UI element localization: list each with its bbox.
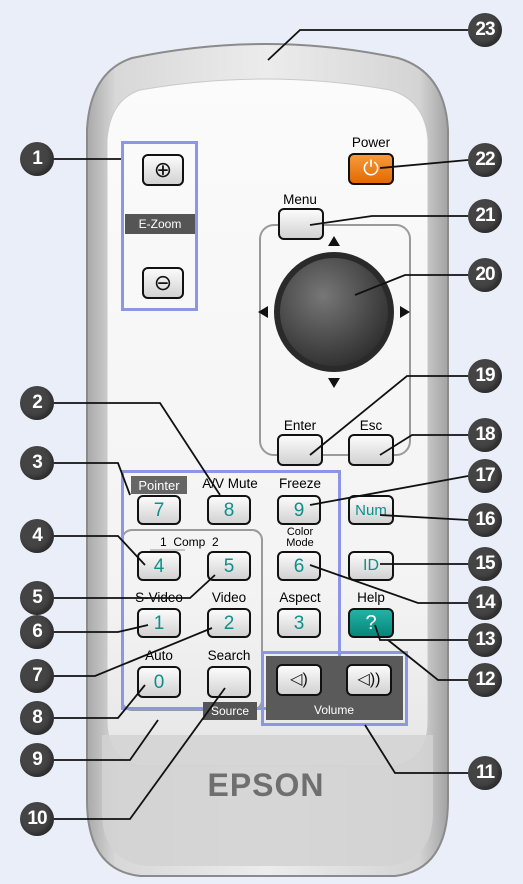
key-7-pointer[interactable]: 7 [137, 495, 181, 525]
key-8-av-mute[interactable]: 8 [207, 495, 251, 525]
help-label: Help [357, 590, 385, 605]
power-button[interactable]: ⏻ [348, 153, 394, 185]
esc-label: Esc [359, 418, 383, 433]
power-icon: ⏻ [363, 158, 379, 180]
callout-4: 4 [20, 519, 54, 553]
volume-label: Volume [313, 703, 355, 717]
zoom-in-button[interactable]: ⊕ [142, 154, 184, 186]
volume-highlight-frame [261, 651, 408, 726]
callout-1: 1 [20, 142, 54, 176]
video-label: Video [211, 590, 247, 605]
callout-15: 15 [468, 547, 502, 581]
volume-up-icon: ◁)) [357, 671, 381, 688]
callout-9: 9 [20, 743, 54, 777]
callout-14: 14 [468, 586, 502, 620]
ezoom-highlight-frame [121, 141, 198, 311]
aspect-label: Aspect [279, 590, 321, 605]
callout-21: 21 [468, 199, 502, 233]
pointer-label: Pointer [131, 476, 187, 494]
av-mute-label: A/V Mute [202, 476, 258, 491]
key-1-s-video[interactable]: 1 [137, 608, 181, 638]
comp-label: 1 Comp 2 [160, 535, 219, 549]
key-0-auto[interactable]: 0 [137, 666, 181, 698]
callout-12: 12 [468, 663, 502, 697]
color-mode-label: Color Mode [286, 526, 314, 549]
source-label: Source [203, 702, 257, 720]
enter-label: Enter [283, 418, 317, 433]
callout-16: 16 [468, 503, 502, 537]
freeze-label: Freeze [278, 476, 322, 491]
volume-down-button[interactable]: ◁) [276, 664, 322, 696]
callout-18: 18 [468, 418, 502, 452]
callout-22: 22 [468, 143, 502, 177]
menu-label: Menu [283, 192, 317, 207]
volume-up-button[interactable]: ◁)) [346, 664, 392, 696]
callout-20: 20 [468, 258, 502, 292]
callout-17: 17 [468, 459, 502, 493]
search-label: Search [207, 648, 251, 663]
callout-23: 23 [468, 13, 502, 47]
callout-19: 19 [468, 359, 502, 393]
callout-2: 2 [20, 386, 54, 420]
callout-3: 3 [20, 446, 54, 480]
enter-button[interactable] [277, 434, 323, 466]
key-9-freeze[interactable]: 9 [277, 495, 321, 525]
help-button[interactable]: ? [348, 608, 394, 638]
key-2-video[interactable]: 2 [207, 608, 251, 638]
callout-10: 10 [20, 802, 54, 836]
power-label: Power [351, 135, 391, 150]
search-source-button[interactable] [207, 666, 251, 698]
callout-13: 13 [468, 623, 502, 657]
key-4-comp1[interactable]: 4 [137, 551, 181, 581]
callout-11: 11 [468, 756, 502, 790]
callout-6: 6 [20, 615, 54, 649]
epson-logo: EPSON [207, 767, 325, 803]
id-button[interactable]: ID [348, 551, 394, 581]
callout-7: 7 [20, 659, 54, 693]
zoom-out-button[interactable]: ⊖ [142, 267, 184, 299]
callout-5: 5 [20, 581, 54, 615]
ezoom-label: E-Zoom [125, 214, 195, 234]
volume-down-icon: ◁) [290, 671, 308, 688]
num-button[interactable]: Num [348, 495, 394, 525]
key-3-aspect[interactable]: 3 [277, 608, 321, 638]
callout-8: 8 [20, 701, 54, 735]
